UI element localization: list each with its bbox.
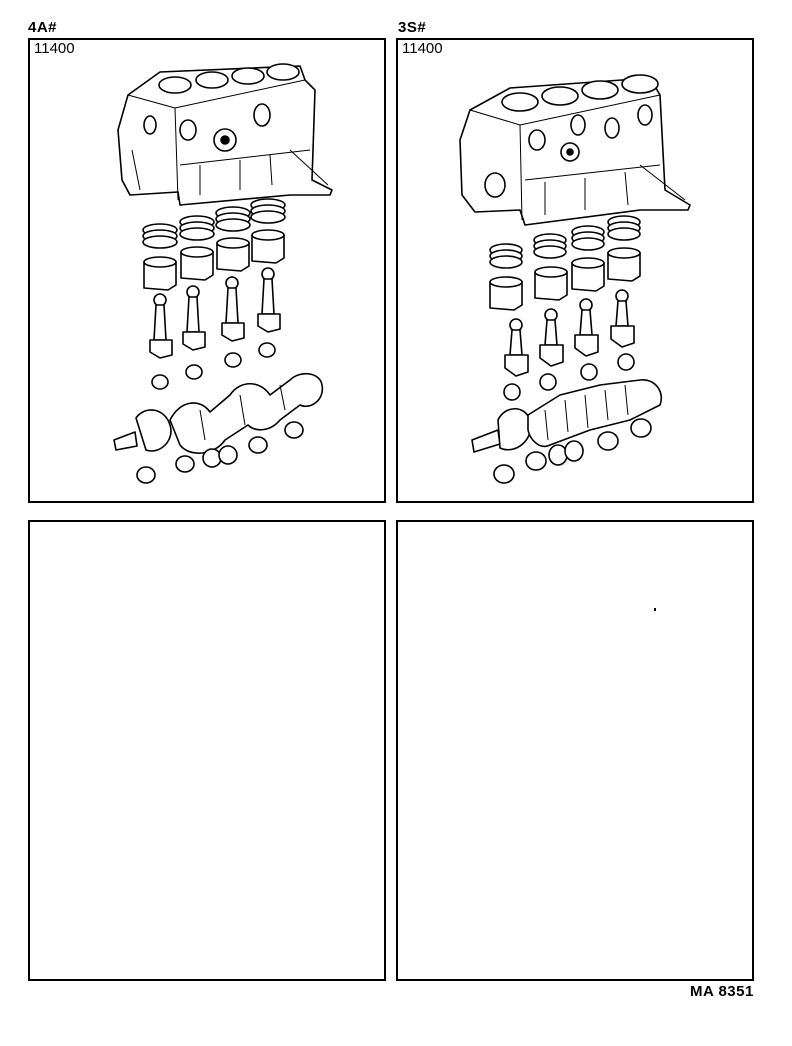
catalog-number: MA 8351 (690, 983, 754, 1000)
rod-bearings-icon (151, 342, 276, 390)
panel-empty-bottom-left (28, 520, 386, 981)
panel-empty-bottom-right (396, 520, 754, 981)
main-bearings-icon (136, 421, 304, 484)
main-bearings-icon (493, 418, 652, 484)
piston-rings-icon (142, 198, 286, 249)
piston-rings-icon (489, 215, 641, 269)
scan-speck (654, 608, 656, 611)
pistons-icon (143, 229, 285, 291)
pistons-icon (489, 247, 641, 311)
cylinder-block-icon (117, 63, 333, 206)
model-label-3s: 3S# (398, 19, 427, 36)
part-number-3s: 11400 (402, 40, 443, 57)
crankshaft-icon (471, 379, 662, 453)
part-number-4a: 11400 (34, 40, 75, 57)
connecting-rods-icon (504, 289, 635, 377)
cylinder-block-icon (459, 74, 691, 226)
connecting-rods-icon (149, 267, 281, 359)
model-label-4a: 4A# (28, 19, 58, 36)
crankshaft-icon (113, 372, 324, 454)
rod-bearings-icon (503, 353, 635, 401)
